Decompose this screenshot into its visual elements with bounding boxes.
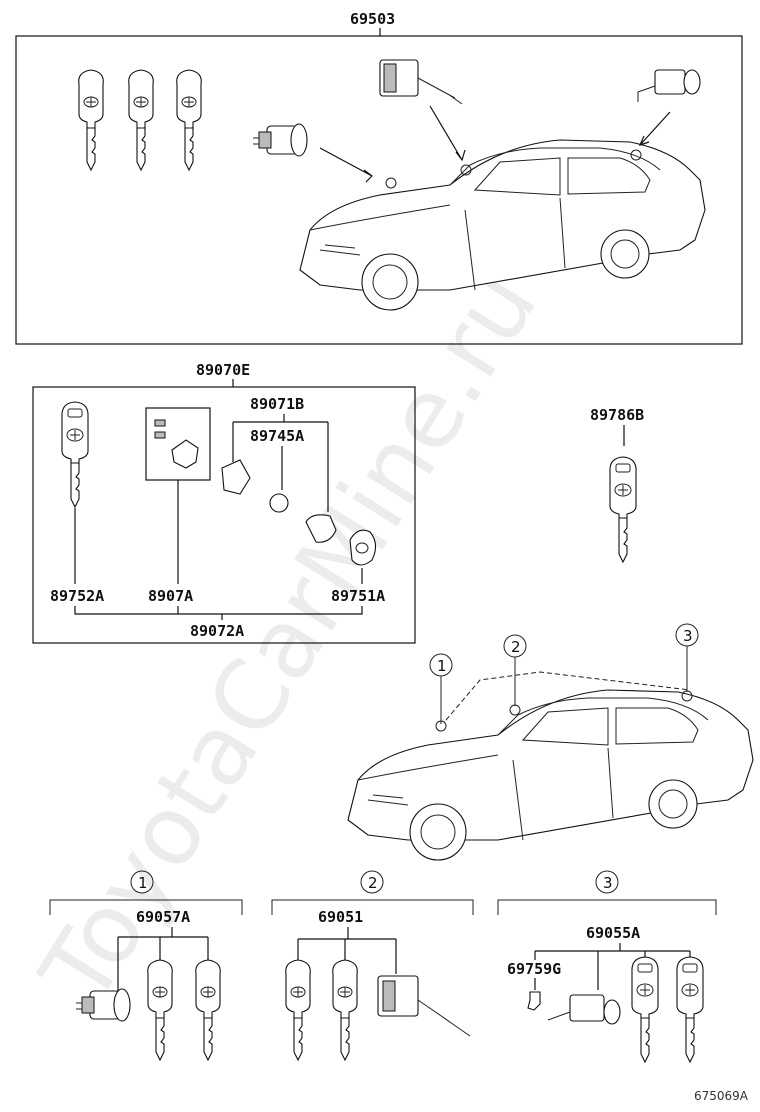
assembly-top-part-number: 69503 — [350, 10, 395, 28]
location-3-sub-part-number: 69759G — [507, 960, 561, 978]
diagram-code: 675069A — [694, 1089, 749, 1103]
key-icon — [631, 956, 659, 1063]
key-icon — [195, 959, 221, 1061]
transmitter-case-icon — [221, 459, 251, 495]
spare-key-section: 89786B — [590, 406, 644, 563]
ignition-lock-icon — [379, 59, 463, 105]
key-left-part-number: 89752A — [50, 587, 104, 605]
assembly-top-section: 69503 — [15, 10, 743, 345]
key-icon — [332, 959, 358, 1061]
location-marker-1: 1 — [437, 657, 447, 675]
transmitter-unit-icon — [145, 407, 211, 481]
trunk-lock-icon — [547, 994, 621, 1025]
key-icon — [676, 956, 704, 1063]
key-icon — [147, 959, 173, 1061]
location-2-section: 2 69051 — [271, 870, 474, 1061]
location-3-part-number: 69055A — [586, 924, 640, 942]
key-icon — [609, 456, 637, 563]
lock-lever-icon — [527, 991, 541, 1011]
location-car-section: 1 2 3 — [347, 623, 754, 861]
transmitter-case-part-number: 89071B — [250, 395, 304, 413]
key-icon — [61, 401, 89, 508]
location-1-marker: 1 — [138, 874, 148, 892]
trunk-lock-icon — [637, 69, 701, 102]
key-icon — [78, 69, 104, 171]
location-2-marker: 2 — [368, 874, 378, 892]
battery-icon — [269, 493, 289, 513]
key-set-part-number: 89070E — [196, 361, 250, 379]
location-marker-3: 3 — [683, 627, 693, 645]
combined-part-number: 89072A — [190, 622, 244, 640]
lock-cylinder-icon — [252, 123, 308, 157]
key-set-section: 89070E 89071B 89745A 89752A 8907A 89751A… — [32, 361, 416, 644]
key-icon — [176, 69, 202, 171]
watermark: ToyotaCarMine.ru — [19, 252, 559, 1023]
location-3-marker: 3 — [603, 874, 613, 892]
transmitter-unit-part-number: 8907A — [148, 587, 193, 605]
key-head-icon — [349, 529, 377, 566]
location-marker-2: 2 — [511, 638, 521, 656]
car-illustration — [347, 689, 754, 861]
door-lock-icon — [377, 975, 471, 1037]
spare-key-part-number: 89786B — [590, 406, 644, 424]
key-icon — [285, 959, 311, 1061]
key-right-part-number: 89751A — [331, 587, 385, 605]
location-1-section: 1 69057A — [49, 870, 243, 1061]
location-2-part-number: 69051 — [318, 908, 363, 926]
location-3-section: 3 69055A 69759G — [497, 870, 717, 1063]
transmitter-case-icon — [305, 514, 337, 543]
key-icon — [128, 69, 154, 171]
location-1-part-number: 69057A — [136, 908, 190, 926]
battery-part-number: 89745A — [250, 427, 304, 445]
